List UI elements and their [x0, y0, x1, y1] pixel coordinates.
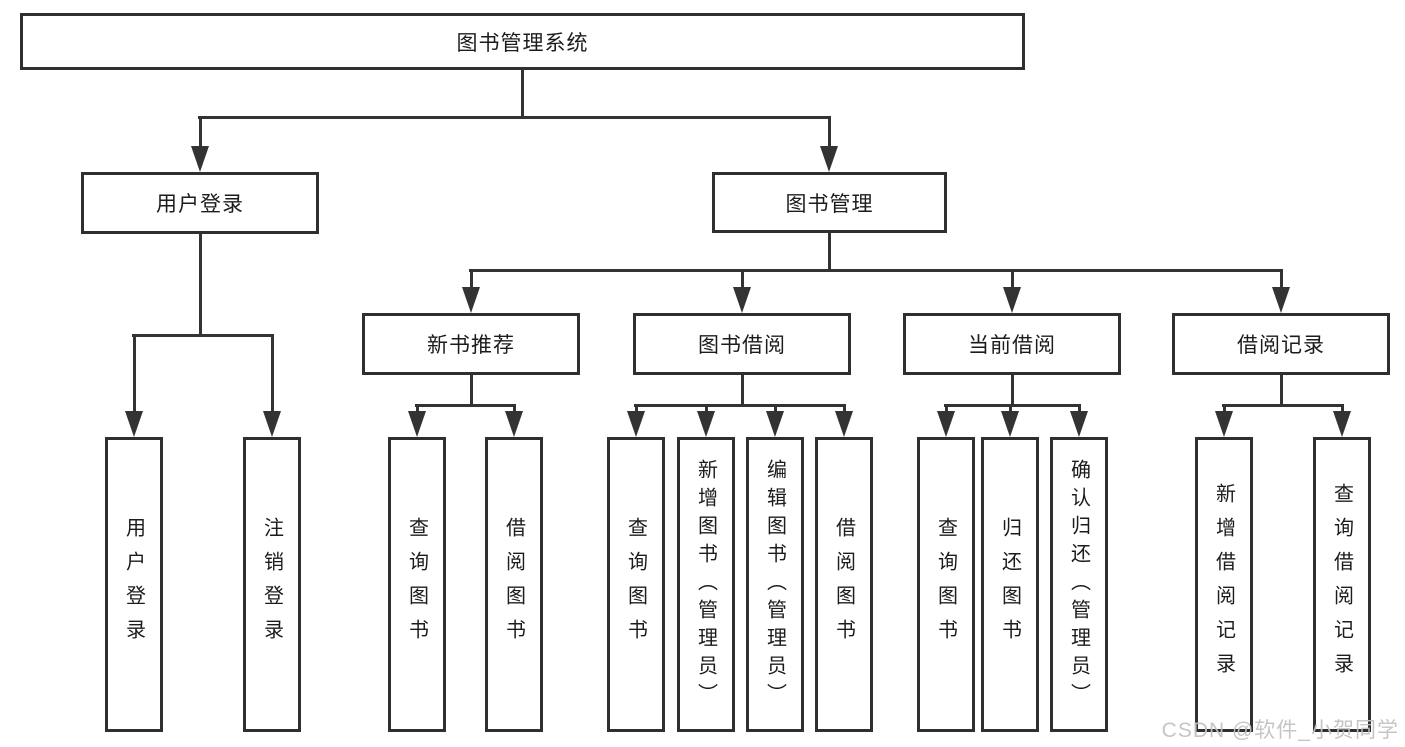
stem-leaf-confirm-return: [1078, 404, 1081, 414]
node-root: 图书管理系统: [20, 13, 1025, 70]
node-borrow-records: 借阅记录: [1172, 313, 1390, 375]
leaf-query-books-recommend-label: 查询图书: [405, 516, 428, 653]
leaf-query-books-recommend: 查询图书: [388, 437, 446, 732]
stem-leaf-borrow1: [513, 404, 516, 414]
arrow-leaf-add-book: [697, 411, 715, 437]
arrow-into-user-login: [191, 146, 209, 172]
leaf-add-borrow-record: 新增借阅记录: [1195, 437, 1253, 732]
arrow-leaf-query2: [627, 411, 645, 437]
leaf-query-books-borrow-label: 查询图书: [624, 516, 647, 653]
connector-current-down: [1011, 375, 1014, 406]
connector-borrow-down: [741, 375, 744, 406]
leaf-confirm-return-admin: 确认归还（管理员）: [1050, 437, 1108, 732]
connector-root-stem: [521, 68, 524, 118]
arrow-leaf-borrow2: [835, 411, 853, 437]
connector-level2-rail: [198, 116, 831, 119]
node-borrow-records-label: 借阅记录: [1237, 334, 1325, 357]
leaf-query-books-current: 查询图书: [917, 437, 975, 732]
connector-book-mgmt-down: [828, 233, 831, 271]
arrow-leaf-query1: [408, 411, 426, 437]
leaf-add-books-admin-label: 新增图书（管理员）: [694, 458, 717, 711]
stem-leaf-query-record: [1341, 404, 1344, 414]
arrow-into-book-management: [820, 146, 838, 172]
arrow-leaf-query3: [937, 411, 955, 437]
node-root-label: 图书管理系统: [456, 31, 589, 55]
connector-recommend-rail: [415, 404, 516, 407]
leaf-borrow-books-recommend: 借阅图书: [485, 437, 543, 732]
connector-borrow-rail: [634, 404, 846, 407]
stem-leaf-add-record: [1223, 404, 1226, 414]
arrow-into-group-borrow: [733, 287, 751, 313]
stem-leaf-query3: [945, 404, 948, 414]
arrow-into-group-records: [1272, 287, 1290, 313]
connector-stem-leaf-login: [133, 334, 136, 412]
arrow-into-group-current: [1003, 287, 1021, 313]
arrow-into-group-recommend: [462, 287, 480, 313]
connector-current-rail: [944, 404, 1081, 407]
connector-stem-leaf-logout: [271, 334, 274, 412]
leaf-query-borrow-record-label: 查询借阅记录: [1330, 482, 1353, 687]
leaf-return-books: 归还图书: [981, 437, 1039, 732]
leaf-add-books-admin: 新增图书（管理员）: [677, 437, 735, 732]
arrow-into-leaf-logout: [263, 411, 281, 437]
leaf-logout: 注销登录: [243, 437, 301, 732]
arrow-leaf-borrow1: [505, 411, 523, 437]
leaf-confirm-return-admin-label: 确认归还（管理员）: [1067, 458, 1090, 711]
node-user-login: 用户登录: [81, 172, 319, 234]
leaf-user-login: 用户登录: [105, 437, 163, 732]
leaf-user-login-label: 用户登录: [122, 516, 145, 653]
connector-stem-group-recommend: [470, 269, 473, 289]
arrow-into-leaf-login: [125, 411, 143, 437]
connector-stem-group-borrow: [741, 269, 744, 289]
arrow-leaf-return: [1001, 411, 1019, 437]
stem-leaf-edit-book: [774, 404, 777, 414]
node-new-book-recommend: 新书推荐: [362, 313, 580, 375]
leaf-edit-books-admin: 编辑图书（管理员）: [746, 437, 804, 732]
node-book-borrow: 图书借阅: [633, 313, 851, 375]
arrow-leaf-confirm-return: [1070, 411, 1088, 437]
connector-user-login-rail: [132, 334, 273, 337]
arrow-leaf-add-record: [1215, 411, 1233, 437]
leaf-logout-label: 注销登录: [260, 516, 283, 653]
stem-leaf-borrow2: [843, 404, 846, 414]
connector-groups-rail: [469, 269, 1283, 272]
node-user-login-label: 用户登录: [156, 193, 244, 216]
leaf-borrow-books-label: 借阅图书: [832, 516, 855, 653]
leaf-query-books-borrow: 查询图书: [607, 437, 665, 732]
arrow-leaf-query-record: [1333, 411, 1351, 437]
connector-user-login-down: [199, 233, 202, 335]
node-current-borrow: 当前借阅: [903, 313, 1121, 375]
stem-leaf-return: [1009, 404, 1012, 414]
connector-records-down: [1280, 375, 1283, 406]
connector-stem-book-management: [828, 116, 831, 150]
node-current-borrow-label: 当前借阅: [968, 334, 1056, 357]
leaf-borrow-books: 借阅图书: [815, 437, 873, 732]
leaf-edit-books-admin-label: 编辑图书（管理员）: [763, 458, 786, 711]
leaf-query-books-current-label: 查询图书: [934, 516, 957, 653]
leaf-query-borrow-record: 查询借阅记录: [1313, 437, 1371, 732]
stem-leaf-query1: [416, 404, 419, 414]
connector-stem-group-records: [1280, 269, 1283, 289]
node-book-management-label: 图书管理: [785, 192, 874, 216]
connector-records-rail: [1222, 404, 1344, 407]
arrow-leaf-edit-book: [766, 411, 784, 437]
node-new-book-recommend-label: 新书推荐: [427, 334, 515, 357]
csdn-watermark: CSDN @软件_小贺同学: [1161, 719, 1399, 742]
leaf-borrow-books-recommend-label: 借阅图书: [502, 516, 525, 653]
leaf-return-books-label: 归还图书: [998, 516, 1021, 653]
node-book-borrow-label: 图书借阅: [698, 334, 786, 357]
connector-stem-user-login: [199, 116, 202, 150]
node-book-management: 图书管理: [712, 172, 947, 233]
connector-recommend-down: [470, 375, 473, 406]
stem-leaf-add-book: [705, 404, 708, 414]
leaf-add-borrow-record-label: 新增借阅记录: [1212, 482, 1235, 687]
stem-leaf-query2: [635, 404, 638, 414]
connector-stem-group-current: [1011, 269, 1014, 289]
